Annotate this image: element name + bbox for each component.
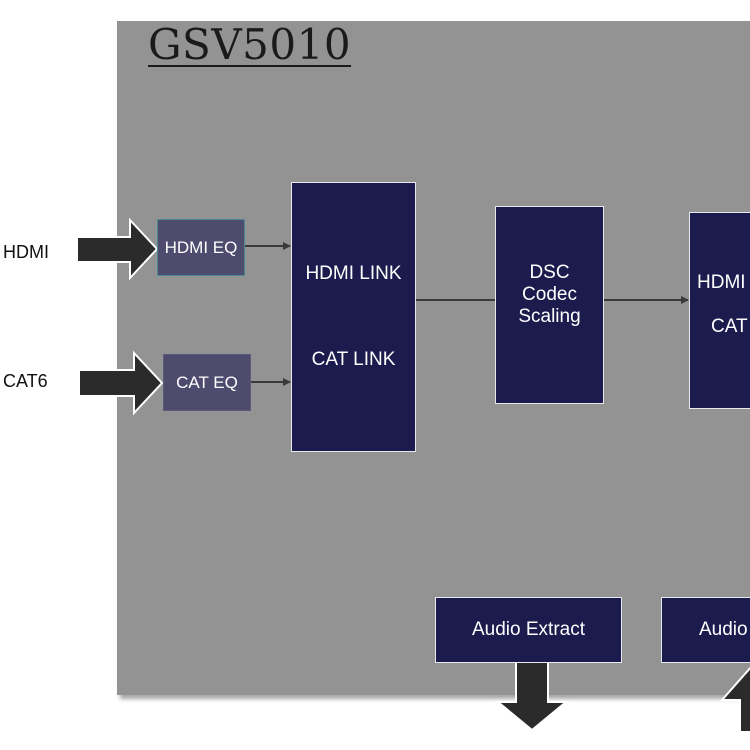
tx-link-block: HDMI CAT xyxy=(689,212,750,409)
tx-hdmi-link-label: HDMI xyxy=(697,271,746,293)
tx-cat-link-label: CAT xyxy=(711,315,748,337)
rx-cat-link-label: CAT LINK xyxy=(311,349,396,370)
cat6-input-label: CAT6 xyxy=(3,371,48,391)
chip-title: GSV5010 xyxy=(148,20,352,69)
audio-extract-label: Audio Extract xyxy=(472,619,585,640)
cat-eq-block: CAT EQ xyxy=(163,354,251,411)
codec-label: Codec xyxy=(522,284,577,305)
audio-insert-block: Audio xyxy=(661,597,750,663)
dsc-codec-scaling-block: DSC Codec Scaling xyxy=(495,206,604,404)
rx-link-block: HDMI LINK CAT LINK xyxy=(291,182,416,452)
hdmi-eq-block: HDMI EQ xyxy=(157,219,245,276)
hdmi-eq-label: HDMI EQ xyxy=(164,237,238,257)
cat-eq-label: CAT EQ xyxy=(176,372,238,392)
audio-insert-label: Audio xyxy=(699,619,748,640)
hdmi-input-label: HDMI xyxy=(3,242,49,262)
audio-extract-block: Audio Extract xyxy=(435,597,622,663)
audio-insert-input-arrow xyxy=(719,666,750,733)
scaling-label: Scaling xyxy=(518,306,581,327)
dsc-label: DSC xyxy=(529,262,570,283)
cat6-input-arrow xyxy=(78,350,164,416)
rx-hdmi-link-label: HDMI LINK xyxy=(305,263,402,284)
hdmi-input-arrow xyxy=(76,217,159,281)
audio-extract-output-arrow xyxy=(495,661,569,732)
